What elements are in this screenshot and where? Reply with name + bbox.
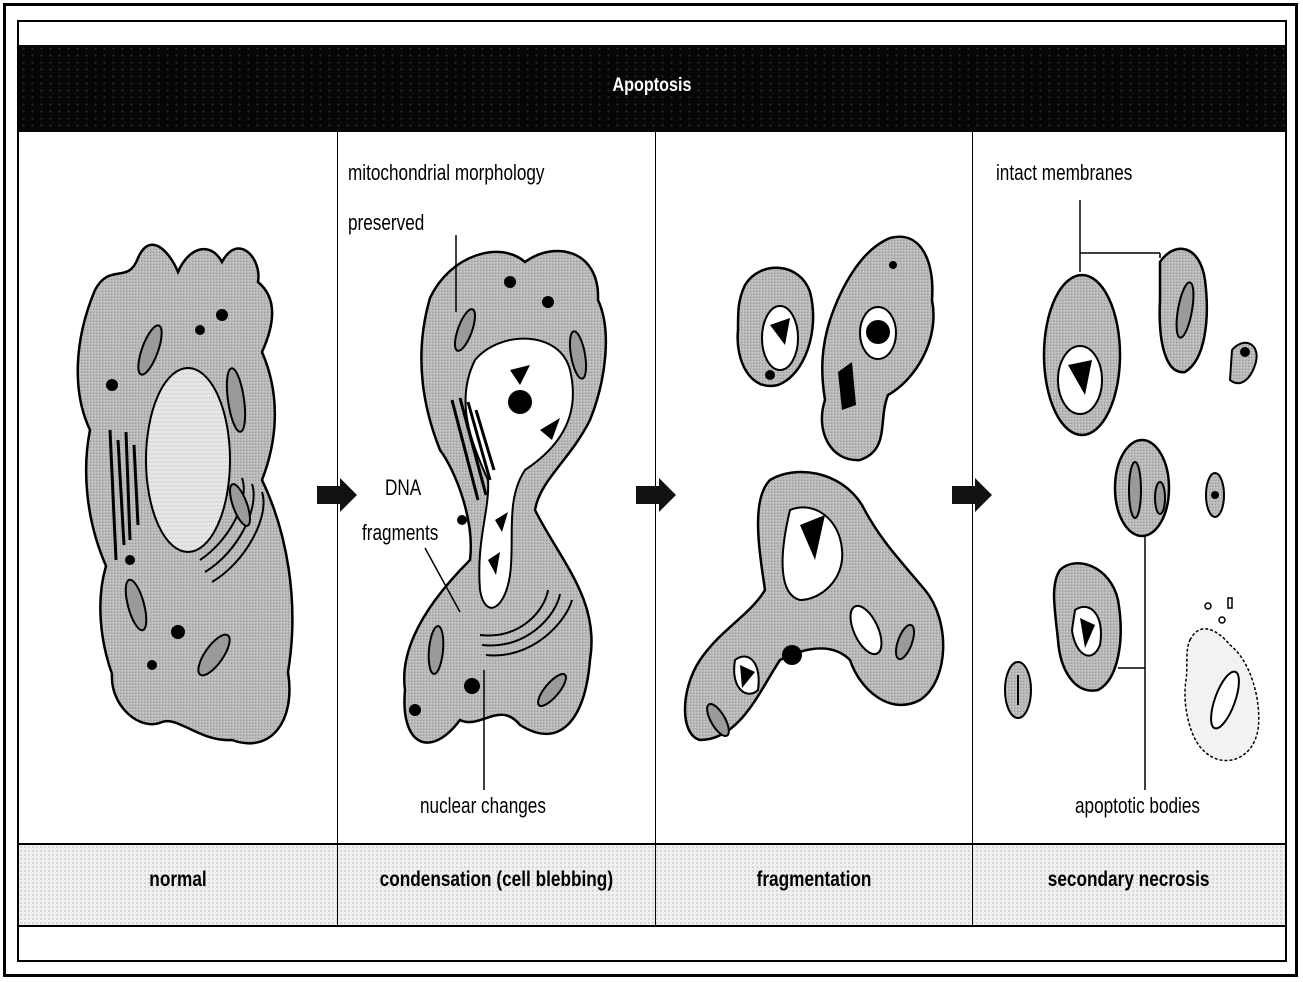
necrosis-bodies xyxy=(1005,200,1259,790)
annotation-intact-membranes: intact membranes xyxy=(996,160,1132,186)
condensation-cell xyxy=(404,235,606,790)
stage-arrow xyxy=(317,478,357,512)
annotation-preserved: preserved xyxy=(348,210,424,236)
normal-cell-nucleus xyxy=(146,368,230,552)
annotation-mitochondrial-morphology: mitochondrial morphology xyxy=(348,160,544,186)
stage-arrow xyxy=(952,478,992,512)
stage-arrow xyxy=(636,478,676,512)
normal-cell xyxy=(78,245,293,744)
annotation-nuclear-changes: nuclear changes xyxy=(420,793,546,819)
annotation-dna: DNA xyxy=(385,475,421,501)
fragmentation-bodies xyxy=(685,237,943,740)
annotation-fragments: fragments xyxy=(362,520,438,546)
annotation-apoptotic-bodies: apoptotic bodies xyxy=(1075,793,1200,819)
